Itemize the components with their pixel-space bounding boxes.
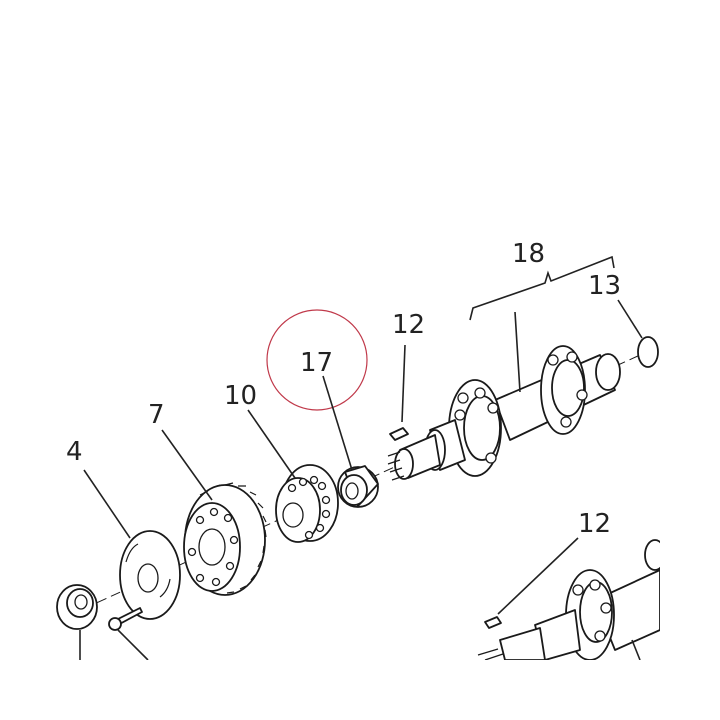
lower-camshaft-part[interactable]	[477, 539, 666, 661]
bracket-18	[469, 255, 615, 321]
hub-part[interactable]	[275, 464, 339, 543]
o-ring-part[interactable]	[637, 336, 659, 368]
callout-10[interactable]: 10	[224, 381, 257, 411]
bolt-part[interactable]	[108, 607, 143, 631]
callout-17[interactable]: 17	[300, 348, 333, 378]
callout-7[interactable]: 7	[148, 400, 165, 430]
nut-part[interactable]	[56, 584, 98, 630]
highlight-circle[interactable]	[266, 309, 368, 411]
callout-18[interactable]: 18	[512, 239, 545, 269]
toothed-pulley-part[interactable]	[183, 482, 267, 596]
callout-12-upper[interactable]: 12	[392, 310, 425, 340]
callout-12-lower[interactable]: 12	[578, 509, 611, 539]
washer-plate-part[interactable]	[119, 530, 181, 620]
callout-13[interactable]: 13	[588, 271, 621, 301]
callout-4[interactable]: 4	[66, 437, 83, 467]
camshaft-part[interactable]	[387, 345, 621, 481]
bearing-part[interactable]	[337, 465, 379, 508]
